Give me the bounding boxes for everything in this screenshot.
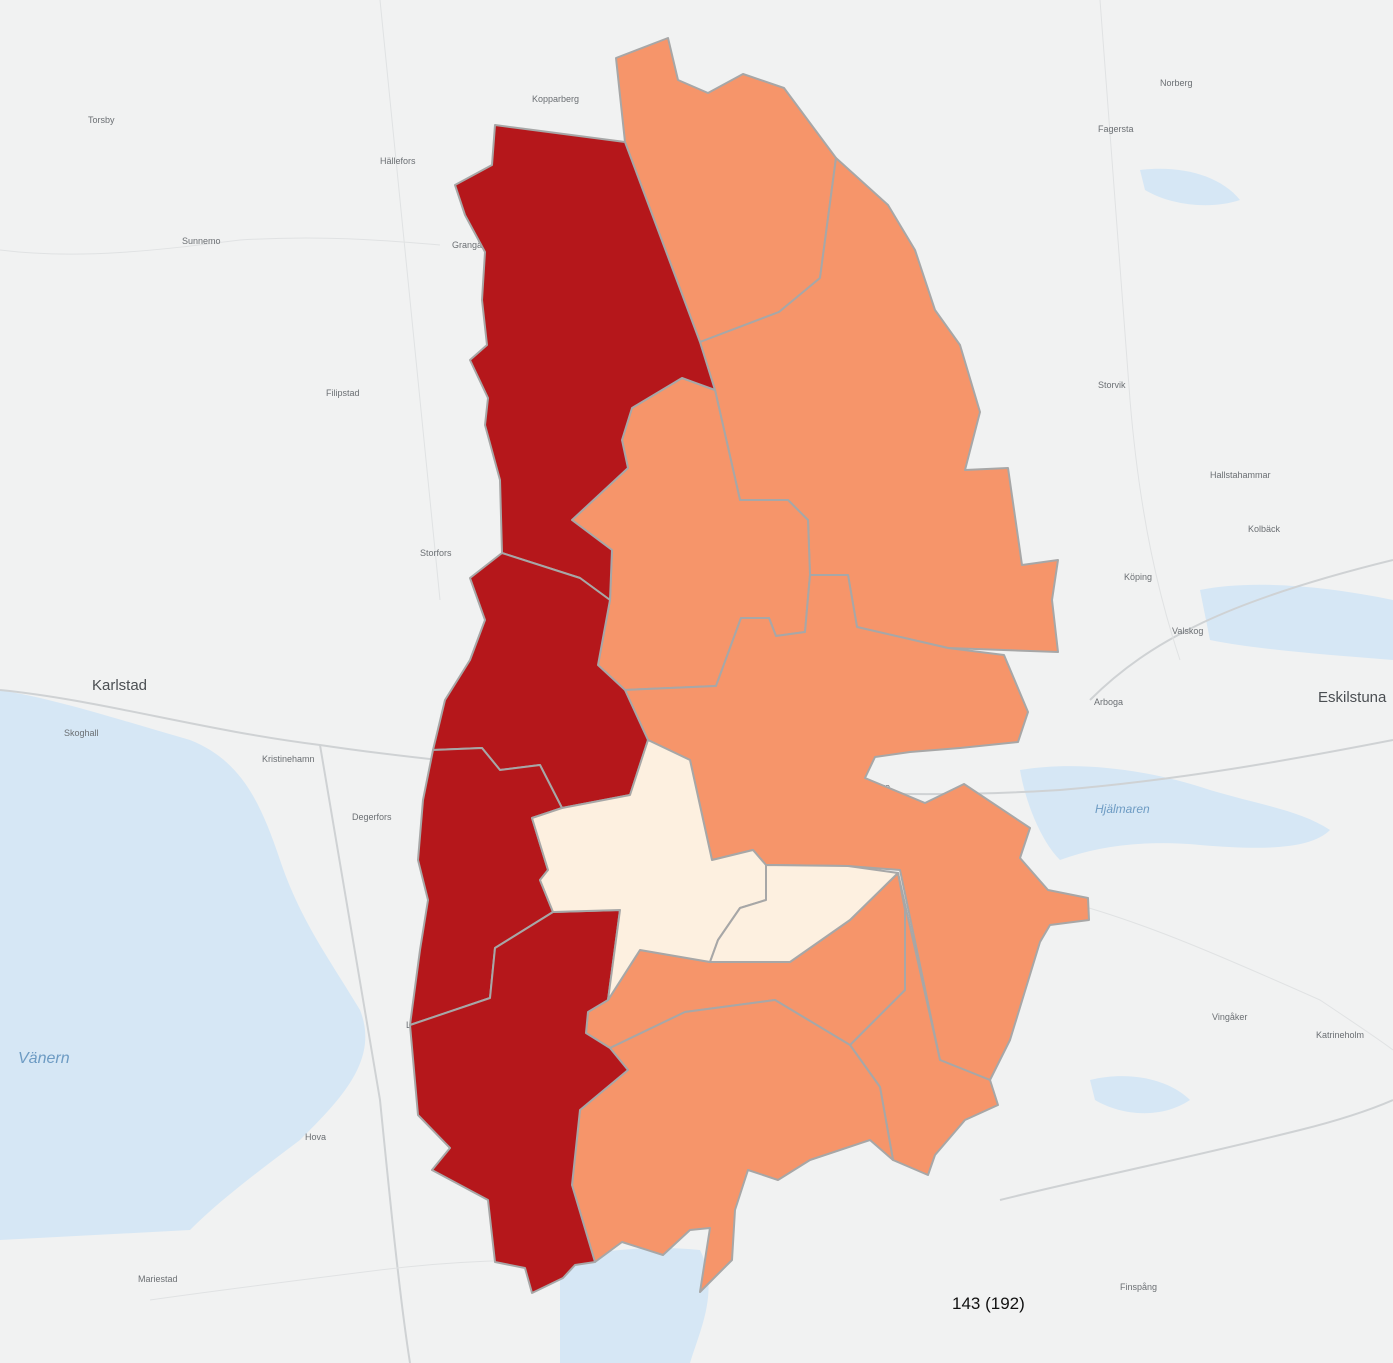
lake-glan	[1090, 1076, 1190, 1114]
municipality-laxa[interactable]	[409, 909, 629, 1294]
place-torsby: Torsby	[88, 115, 115, 125]
place-eskilstuna: Eskilstuna	[1318, 689, 1387, 706]
place-norberg: Norberg	[1160, 78, 1193, 88]
place-hallefors: Hällefors	[380, 156, 416, 166]
place-vanern: Vänern	[18, 1050, 70, 1067]
place-degerfors: Degerfors	[352, 812, 392, 822]
place-hallstahammar: Hallstahammar	[1210, 470, 1271, 480]
place-mariestad: Mariestad	[138, 1274, 178, 1284]
lake-vattern	[560, 1248, 709, 1363]
place-storfors: Storfors	[420, 548, 452, 558]
place-kristinehamn: Kristinehamn	[262, 754, 315, 764]
place-filipstad: Filipstad	[326, 388, 360, 398]
place-finspang: Finspång	[1120, 1282, 1157, 1292]
place-katrineholm: Katrineholm	[1316, 1030, 1364, 1040]
place-storvik: Storvik	[1098, 380, 1126, 390]
place-karlstad: Karlstad	[92, 677, 147, 694]
place-sunnemo: Sunnemo	[182, 236, 221, 246]
choropleth	[409, 37, 1090, 1294]
municipality-kumla-small[interactable]	[709, 864, 899, 963]
place-hjalmaren: Hjälmaren	[1095, 802, 1150, 816]
place-hova: Hova	[305, 1132, 326, 1142]
place-arboga: Arboga	[1094, 697, 1123, 707]
place-fagersta: Fagersta	[1098, 124, 1134, 134]
lake-north	[1140, 168, 1240, 206]
place-skoghall: Skoghall	[64, 728, 99, 738]
place-koping: Köping	[1124, 572, 1152, 582]
place-grangarde: Grangärde	[452, 240, 495, 250]
lake-hjalmaren	[1020, 766, 1330, 860]
place-kolback: Kolbäck	[1248, 524, 1281, 534]
lake-vanern	[0, 690, 366, 1240]
place-kopparberg: Kopparberg	[532, 94, 579, 104]
place-vingaker: Vingåker	[1212, 1012, 1247, 1022]
place-valskog: Valskog	[1172, 626, 1203, 636]
count-label: 143 (192)	[952, 1294, 1025, 1313]
